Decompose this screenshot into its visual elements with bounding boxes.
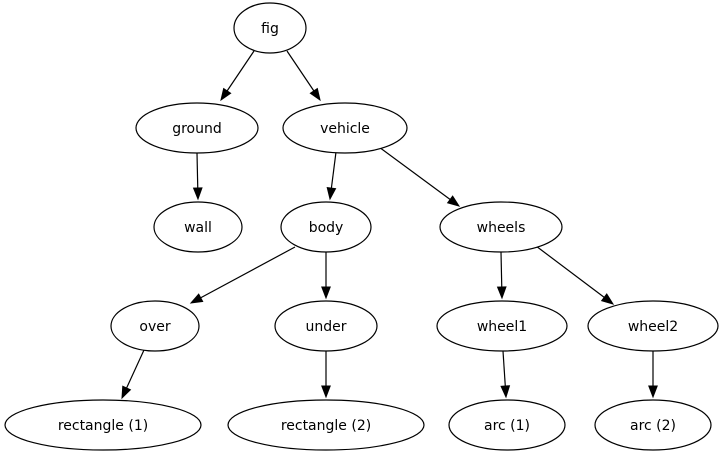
edge-line <box>286 50 316 93</box>
graph-node-arc1[interactable]: arc (1) <box>448 399 566 451</box>
graph-node-body[interactable]: body <box>280 201 372 253</box>
arrowhead-icon <box>309 87 321 102</box>
graph-edge-fig-to-ground <box>220 50 255 102</box>
graph-node-fig[interactable]: fig <box>233 2 307 54</box>
edge-line <box>502 350 506 388</box>
graph-edge-wheels-to-wheel1 <box>496 251 507 300</box>
graph-edge-body-to-under <box>321 252 331 300</box>
graph-edge-fig-to-vehicle <box>286 50 321 102</box>
node-ellipse-wheel1[interactable] <box>436 300 568 352</box>
node-ellipse-rectangle1[interactable] <box>4 399 202 451</box>
node-ellipse-under[interactable] <box>274 300 378 352</box>
edge-line <box>378 146 452 201</box>
arrowhead-icon <box>446 195 461 207</box>
arrowhead-icon <box>326 186 337 201</box>
arrowhead-icon <box>321 385 331 399</box>
arrowhead-icon <box>189 293 204 304</box>
graph-edge-wheels-to-wheel2 <box>535 245 615 305</box>
node-ellipse-arc1[interactable] <box>448 399 566 451</box>
edge-line <box>125 349 145 390</box>
graph-node-wheel1[interactable]: wheel1 <box>436 300 568 352</box>
graph-node-vehicle[interactable]: vehicle <box>282 102 408 154</box>
graph-node-over[interactable]: over <box>110 300 200 352</box>
edge-line <box>196 152 199 190</box>
nodes-layer: fig ground vehicle wall body wheels over under w… <box>4 2 719 451</box>
graph-node-arc2[interactable]: arc (2) <box>594 399 712 451</box>
node-ellipse-arc2[interactable] <box>594 399 712 451</box>
node-ellipse-vehicle[interactable] <box>282 102 408 154</box>
graph-node-rectangle2[interactable]: rectangle (2) <box>227 399 425 451</box>
edges-layer <box>121 50 658 400</box>
node-ellipse-ground[interactable] <box>135 102 259 154</box>
arrowhead-icon <box>500 385 511 399</box>
graph-edge-vehicle-to-wheels <box>378 146 461 207</box>
edge-line <box>330 151 337 190</box>
node-ellipse-body[interactable] <box>280 201 372 253</box>
graph-node-wall[interactable]: wall <box>153 201 243 253</box>
node-ellipse-rectangle2[interactable] <box>227 399 425 451</box>
graph-edge-over-to-rectangle1 <box>121 349 145 400</box>
graph-edge-wheel2-to-arc2 <box>648 351 658 399</box>
graph-edge-ground-to-wall <box>192 152 203 201</box>
graph-node-under[interactable]: under <box>274 300 378 352</box>
graph-node-ground[interactable]: ground <box>135 102 259 154</box>
graph-node-wheel2[interactable]: wheel2 <box>587 300 719 352</box>
node-ellipse-wheel2[interactable] <box>587 300 719 352</box>
arrowhead-icon <box>220 87 232 102</box>
node-ellipse-over[interactable] <box>110 300 200 352</box>
graph-edge-body-to-over <box>189 246 296 304</box>
node-ellipse-fig[interactable] <box>233 2 307 54</box>
arrowhead-icon <box>648 385 658 399</box>
graph-edge-wheel1-to-arc1 <box>500 350 511 399</box>
node-ellipse-wheels[interactable] <box>439 201 563 253</box>
edge-line <box>199 246 296 300</box>
graph-edge-under-to-rectangle2 <box>321 351 331 399</box>
arrowhead-icon <box>192 187 203 201</box>
node-ellipse-wall[interactable] <box>153 201 243 253</box>
arrowhead-icon <box>321 286 331 300</box>
edge-line <box>535 245 606 299</box>
arrowhead-icon <box>600 293 615 305</box>
graph-edge-vehicle-to-body <box>326 151 337 201</box>
graph-node-wheels[interactable]: wheels <box>439 201 563 253</box>
edge-line <box>225 50 255 93</box>
edge-line <box>500 251 503 289</box>
arrowhead-icon <box>496 286 507 300</box>
graph-node-rectangle1[interactable]: rectangle (1) <box>4 399 202 451</box>
arrowhead-icon <box>121 385 132 400</box>
